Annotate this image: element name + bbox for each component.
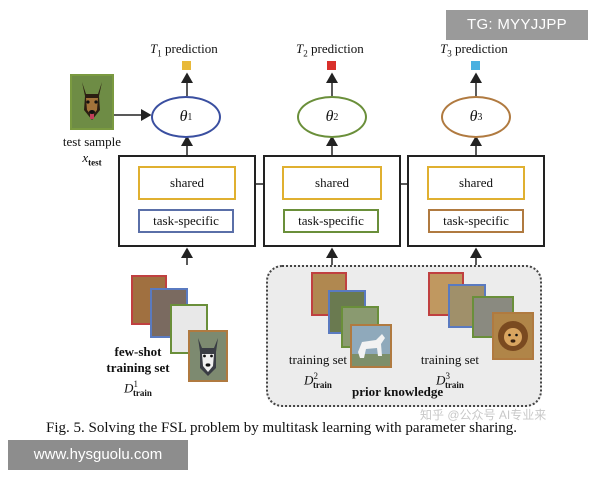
task3-specific-module: task-specific (428, 209, 524, 233)
dog-photo-icon (72, 76, 112, 128)
prior-knowledge-label: prior knowledge (352, 384, 444, 399)
task2-specific-module: task-specific (283, 209, 379, 233)
training-set-2-label: training set D2train (288, 352, 348, 390)
task2-prediction-label: T2 prediction (296, 41, 364, 59)
task1-prediction-label: T1 prediction (150, 41, 218, 59)
task1-shared-module: shared (138, 166, 236, 200)
horse-photo-icon (352, 326, 390, 366)
task2-shared-module: shared (282, 166, 382, 200)
test-sample-image (70, 74, 114, 130)
task2-prediction-marker (327, 61, 336, 70)
task3-shared-module: shared (427, 166, 525, 200)
site-url-watermark: www.hysguolu.com (8, 440, 188, 470)
husky-photo-icon (190, 332, 226, 380)
zhihu-watermark: 知乎 @公众号 AI专业来 (420, 408, 547, 422)
few-shot-photo-2 (150, 288, 188, 338)
figure-caption: Fig. 5. Solving the FSL problem by multi… (46, 420, 518, 436)
training-set-3-label: training set D3train (420, 352, 480, 390)
task3-prediction-label: T3 prediction (440, 41, 508, 59)
test-sample-label: test sample xtest (62, 134, 122, 168)
few-shot-photo-4 (188, 330, 228, 382)
telegram-watermark: TG: MYYJJPP (446, 10, 588, 40)
few-shot-label: few-shot training set D1train (106, 344, 170, 398)
task3-prediction-marker (471, 61, 480, 70)
lion-photo-icon (494, 314, 532, 358)
task1-prediction-marker (182, 61, 191, 70)
train3-photo-4 (492, 312, 534, 360)
task1-specific-module: task-specific (138, 209, 234, 233)
train2-photo-4 (350, 324, 392, 368)
